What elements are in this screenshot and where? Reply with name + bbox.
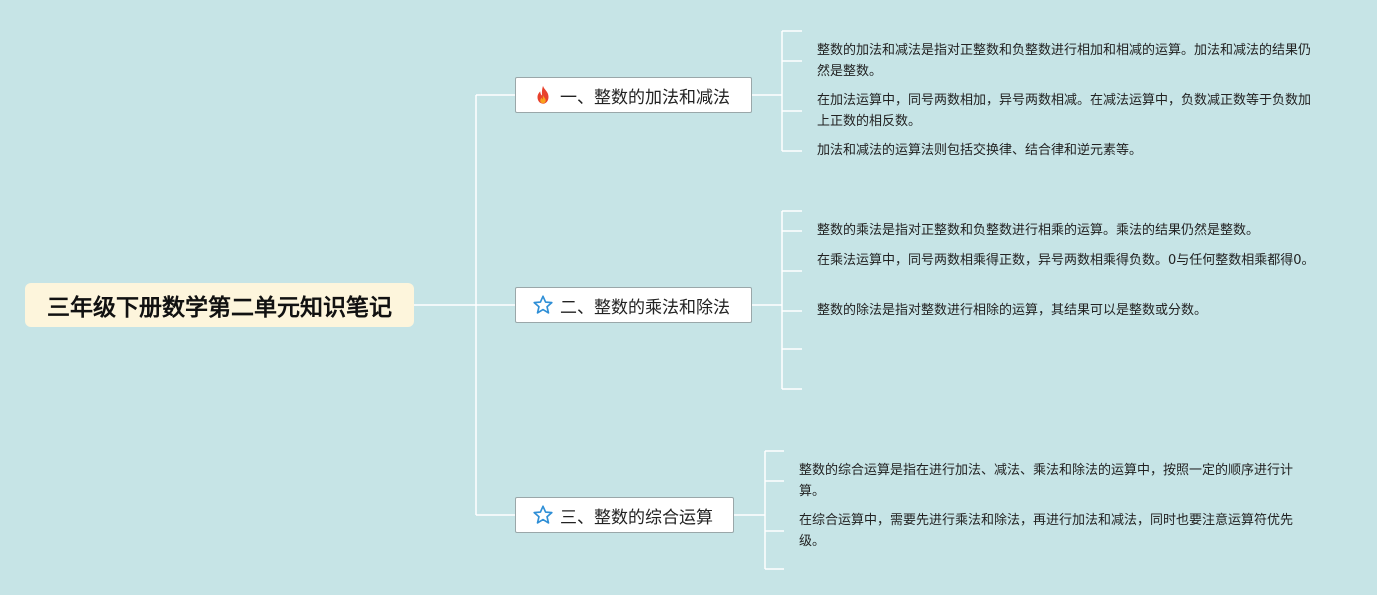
branch-label: 二、整数的乘法和除法 (560, 297, 730, 318)
fire-icon (532, 84, 554, 106)
note-item: 整数的加法和减法是指对正整数和负整数进行相加和相减的运算。加法和减法的结果仍然是… (817, 43, 1312, 79)
note-item: 在综合运算中，需要先进行乘法和除法，再进行加法和减法，同时也要注意运算符优先级。 (799, 513, 1294, 549)
star-outline-icon (532, 294, 554, 316)
branch-label: 一、整数的加法和减法 (560, 87, 730, 108)
branch-topic-multiplication-division[interactable]: 二、整数的乘法和除法 (515, 287, 752, 323)
branch-label: 三、整数的综合运算 (560, 507, 713, 528)
note-item: 整数的除法是指对整数进行相除的运算，其结果可以是整数或分数。 (817, 303, 1208, 318)
note-item: 加法和减法的运算法则包括交换律、结合律和逆元素等。 (817, 143, 1143, 158)
note-item: 整数的乘法是指对正整数和负整数进行相乘的运算。乘法的结果仍然是整数。 (817, 223, 1260, 238)
root-topic[interactable]: 三年级下册数学第二单元知识笔记 (25, 283, 414, 327)
note-item: 在加法运算中，同号两数相加，异号两数相减。在减法运算中，负数减正数等于负数加上正… (817, 93, 1312, 129)
note-item: 整数的综合运算是指在进行加法、减法、乘法和除法的运算中，按照一定的顺序进行计算。 (799, 463, 1294, 499)
root-title: 三年级下册数学第二单元知识笔记 (47, 295, 392, 321)
star-outline-icon (532, 504, 554, 526)
branch-topic-mixed-operations[interactable]: 三、整数的综合运算 (515, 497, 734, 533)
note-item: 在乘法运算中，同号两数相乘得正数，异号两数相乘得负数。0与任何整数相乘都得0。 (817, 253, 1315, 268)
branch-topic-addition-subtraction[interactable]: 一、整数的加法和减法 (515, 77, 752, 113)
